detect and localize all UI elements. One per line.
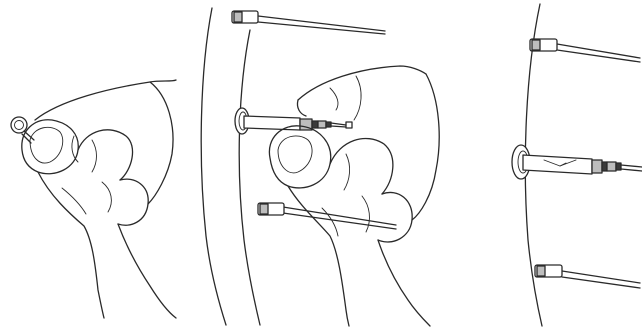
hand-icon [269, 66, 439, 326]
spoke-bottom-icon [535, 265, 640, 288]
spoke-middle-icon [512, 145, 642, 179]
hand-icon [22, 80, 176, 318]
panel-3-installed-spokes [512, 4, 642, 326]
panel-1-hand-with-ring-tool [11, 80, 176, 318]
nipple-with-tool-icon [244, 116, 352, 130]
spoke-top-icon [530, 39, 640, 62]
panel-2-inserting-nipple [201, 8, 439, 326]
spoke-top-icon [232, 11, 385, 34]
spoke-bottom-icon [258, 203, 396, 229]
rim-icon [201, 8, 260, 325]
